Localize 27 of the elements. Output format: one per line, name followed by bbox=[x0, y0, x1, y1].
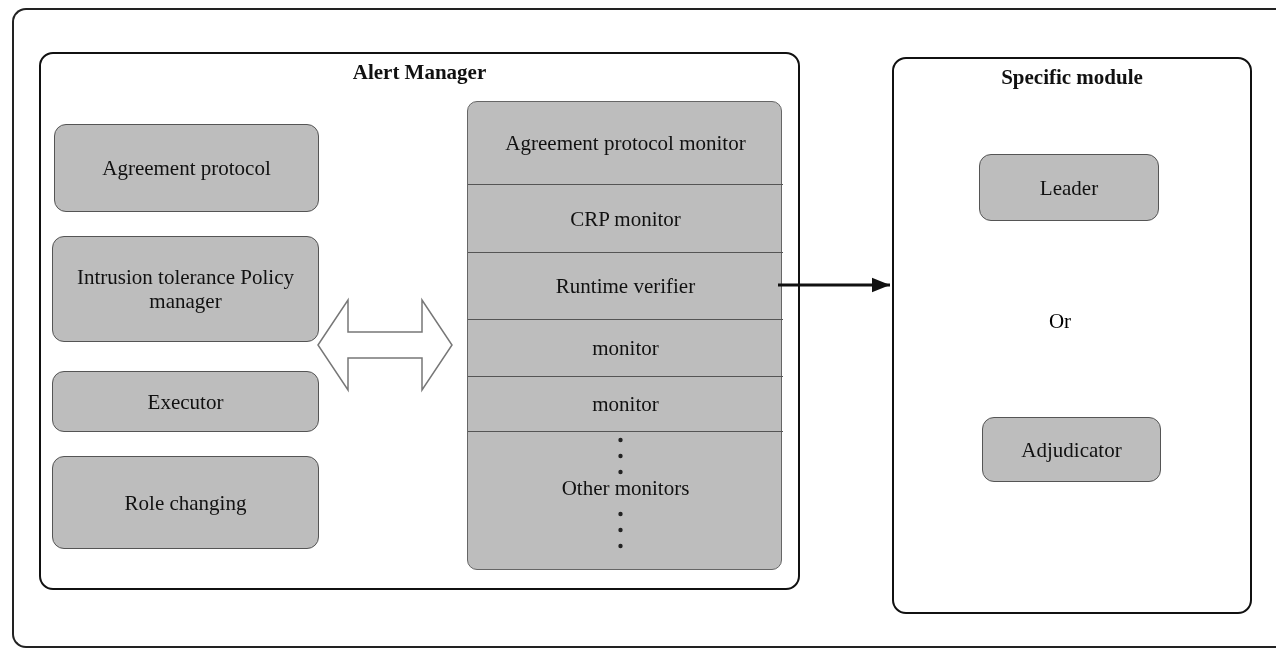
component-label: Leader bbox=[1038, 175, 1100, 200]
component-label: Adjudicator bbox=[1020, 437, 1123, 462]
component-box bbox=[52, 456, 319, 549]
double-arrow bbox=[317, 297, 453, 393]
component-label: Intrusion tolerance Policy manager bbox=[76, 264, 295, 314]
component-label: monitor bbox=[591, 335, 660, 361]
component-label: Runtime verifier bbox=[554, 273, 697, 299]
module-panel bbox=[39, 52, 800, 590]
component-box bbox=[982, 417, 1161, 482]
module-panel bbox=[892, 57, 1252, 614]
or-label: Or bbox=[1047, 309, 1073, 334]
component-label: Agreement protocol bbox=[101, 155, 272, 181]
component-label: Agreement protocol monitor bbox=[504, 130, 747, 156]
arrow bbox=[778, 277, 890, 293]
panel-title: Specific module bbox=[1000, 65, 1144, 90]
component-label: Role changing bbox=[123, 490, 248, 515]
component-box bbox=[979, 154, 1159, 221]
panel-title: Alert Manager bbox=[351, 60, 488, 85]
component-label: Executor bbox=[146, 389, 225, 414]
component-box bbox=[54, 124, 319, 212]
component-box bbox=[52, 371, 319, 432]
component-label: CRP monitor bbox=[569, 206, 682, 231]
outer-frame bbox=[12, 8, 1276, 648]
component-box bbox=[52, 236, 319, 342]
component-label: monitor bbox=[591, 391, 660, 417]
component-label: Other monitors bbox=[560, 476, 691, 501]
monitor-column bbox=[467, 101, 782, 570]
